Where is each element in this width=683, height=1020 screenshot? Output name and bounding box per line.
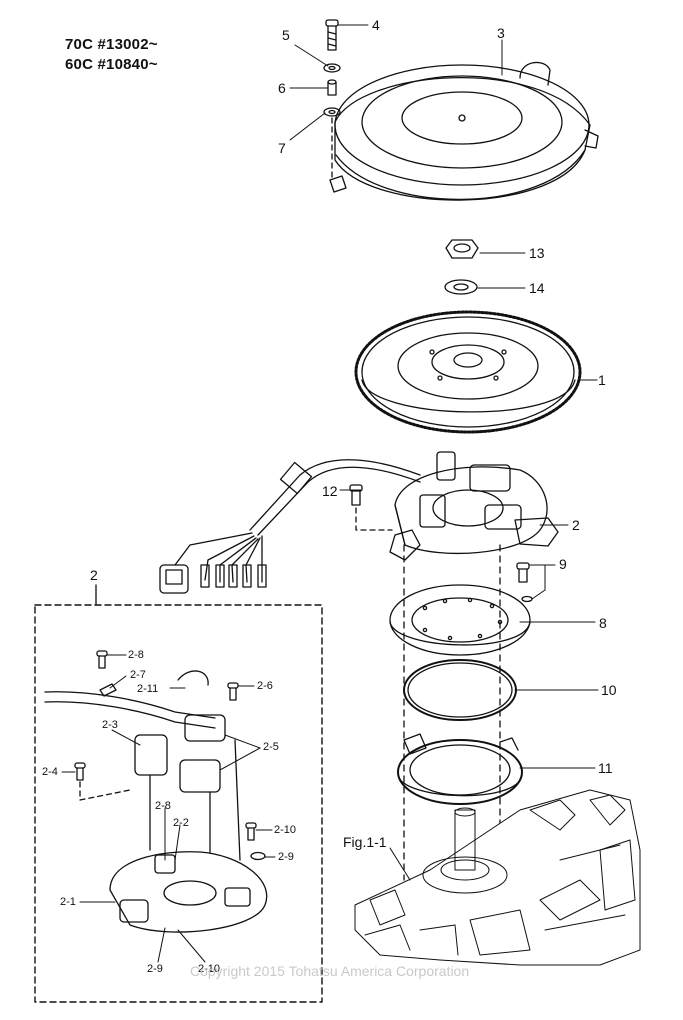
inset-label: 2 <box>90 567 98 583</box>
callout-2-6: 2-6 <box>257 680 273 692</box>
callout-14: 14 <box>529 280 545 296</box>
callout-2-8-mid: 2-8 <box>155 800 171 812</box>
base-plate <box>389 584 531 656</box>
stator-harness <box>159 459 421 594</box>
callout-4: 4 <box>372 17 380 33</box>
callout-2-4: 2-4 <box>42 766 58 778</box>
callout-1: 1 <box>598 372 606 388</box>
mounting-ring <box>397 733 523 805</box>
model-line-2: 60C #10840~ <box>65 56 158 73</box>
stator-assembly <box>389 451 559 561</box>
callout-2-11: 2-11 <box>137 683 159 695</box>
figure-label: Fig.1-1 <box>343 834 387 850</box>
callout-2-10-bottom: 2-10 <box>198 963 221 975</box>
o-ring-inner <box>407 662 513 718</box>
callout-11: 11 <box>598 760 613 776</box>
flywheel-nut <box>444 239 479 295</box>
callout-2-7: 2-7 <box>130 669 146 681</box>
callout-2-10-right: 2-10 <box>274 824 297 836</box>
callout-9: 9 <box>559 556 567 572</box>
flywheel-cover <box>329 61 599 201</box>
leader-lines <box>61 24 599 963</box>
inset-frame <box>34 604 323 1003</box>
callout-8: 8 <box>599 615 607 631</box>
stator-screw <box>349 484 393 531</box>
engine-block <box>354 789 641 966</box>
callout-6: 6 <box>278 80 286 96</box>
callout-2-2: 2-2 <box>173 817 189 829</box>
callout-2-9-bottom: 2-9 <box>147 963 163 975</box>
model-line-1: 70C #13002~ <box>65 36 158 53</box>
callout-3: 3 <box>497 25 505 41</box>
callout-10: 10 <box>601 682 617 698</box>
o-ring <box>403 659 517 721</box>
inset-stator <box>44 650 268 933</box>
callout-2-9-right: 2-9 <box>278 851 294 863</box>
callout-2: 2 <box>572 517 580 533</box>
callout-12: 12 <box>322 483 338 499</box>
flywheel <box>354 310 582 434</box>
callout-13: 13 <box>529 245 545 261</box>
callout-2-1: 2-1 <box>60 896 76 908</box>
callout-5: 5 <box>282 27 290 43</box>
plate-screw <box>516 562 533 603</box>
copyright-watermark: Copyright 2015 Tohatsu America Corporati… <box>190 963 470 979</box>
callout-2-5: 2-5 <box>263 741 279 753</box>
callout-7: 7 <box>278 140 286 156</box>
alignment-lines <box>403 544 501 881</box>
callout-2-8-top: 2-8 <box>128 649 144 661</box>
callout-2-3: 2-3 <box>102 719 118 731</box>
